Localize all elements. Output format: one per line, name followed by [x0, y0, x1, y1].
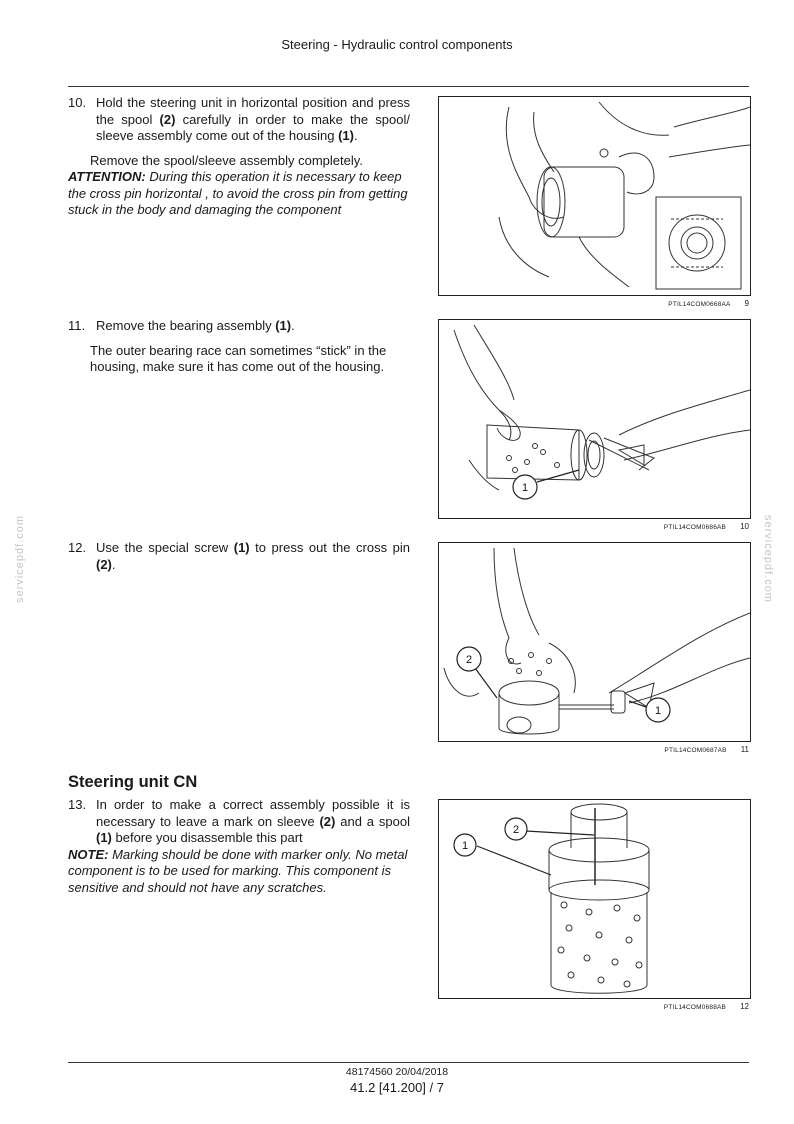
svg-text:1: 1 [655, 705, 661, 717]
step-10: 10. Hold the steering unit in horizontal… [68, 95, 410, 219]
callout-1: 1 [645, 697, 671, 723]
step-text: Use the special screw (1) to press out t… [96, 540, 410, 572]
figure-9-illustration [498, 101, 750, 290]
step-number: 13. [68, 797, 87, 812]
step-11: 11. Remove the bearing assembly (1). The… [68, 318, 410, 376]
step-text: Hold the steering unit in horizontal pos… [96, 95, 410, 143]
footer-rule [68, 1062, 749, 1063]
figure-number: 10 [740, 522, 749, 531]
step-number: 11. [68, 318, 86, 333]
figure-number: 11 [740, 745, 749, 754]
figure-code: PTIL14COM0688AB [663, 1004, 727, 1011]
section-title: Steering unit CN [68, 773, 198, 791]
watermark-left: servicepdf.com [14, 515, 26, 603]
figure-11: 2 1 [438, 542, 751, 742]
step-number: 12. [68, 540, 87, 555]
figure-number: 9 [744, 299, 749, 308]
svg-text:1: 1 [522, 482, 528, 494]
figure-10-caption: PTIL14COM0686AB 10 [438, 522, 749, 531]
figure-9-caption: PTIL14COM0668AA 9 [438, 299, 749, 308]
callout-1: 1 [453, 833, 477, 857]
callout-1: 1 [512, 474, 538, 500]
figure-12-caption: PTIL14COM0688AB 12 [438, 1002, 749, 1011]
step-text: Remove the bearing assembly (1). [96, 318, 295, 333]
figure-9 [438, 96, 751, 296]
step-12: 12. Use the special screw (1) to press o… [68, 540, 410, 573]
header-rule [68, 86, 749, 87]
figure-number: 12 [740, 1002, 749, 1011]
svg-text:1: 1 [462, 840, 468, 852]
svg-text:2: 2 [513, 824, 519, 836]
page-header-title: Steering - Hydraulic control components [281, 37, 513, 52]
figure-code: PTIL14COM0687AB [664, 747, 727, 754]
step-13: 13. In order to make a correct assembly … [68, 797, 410, 896]
figure-10: 1 [438, 319, 751, 519]
callout-2: 2 [456, 646, 482, 672]
svg-text:2: 2 [466, 654, 472, 666]
footer-page-number: 41.2 [41.200] / 7 [350, 1080, 444, 1095]
step-extra-text: The outer bearing race can sometimes “st… [90, 342, 387, 375]
figure-code: PTIL14COM0668AA [668, 301, 731, 308]
callout-2: 2 [504, 817, 528, 841]
figure-12-illustration: 2 1 [453, 803, 650, 994]
step-extra-text: Remove the spool/sleeve assembly complet… [90, 152, 363, 168]
figure-12: 2 1 [438, 799, 751, 999]
figure-11-caption: PTIL14COM0687AB 11 [438, 745, 749, 754]
figure-11-illustration: 2 1 [443, 547, 750, 735]
step-number: 10. [68, 95, 87, 110]
figure-code: PTIL14COM0686AB [663, 524, 727, 531]
watermark-right: servicepdf.com [762, 515, 774, 603]
note: NOTE: Marking should be done with marker… [68, 846, 408, 895]
step-text: In order to make a correct assembly poss… [96, 797, 410, 845]
footer-doc-code: 48174560 20/04/2018 [345, 1066, 449, 1078]
figure-10-illustration: 1 [453, 324, 750, 500]
attention-note: ATTENTION: During this operation it is n… [68, 169, 408, 217]
